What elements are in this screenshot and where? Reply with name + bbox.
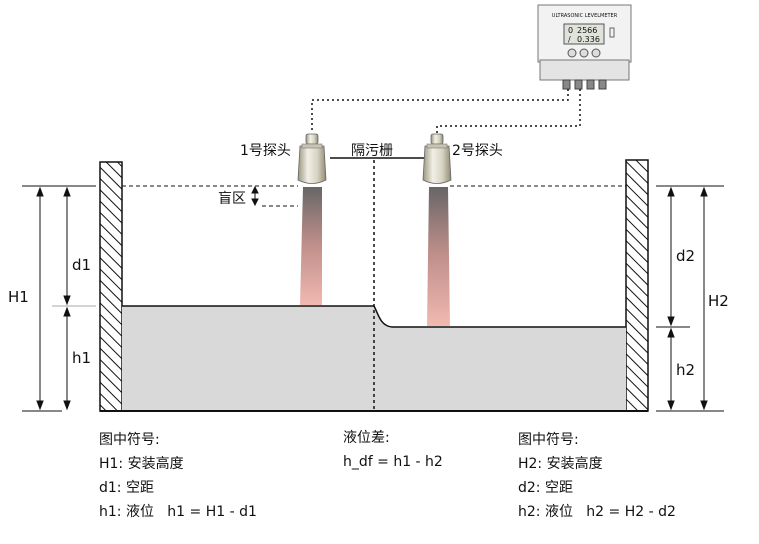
legend-left-line-1: H1: 安装高度 [99, 456, 184, 472]
legend-right: 图中符号: H2: 安装高度 d2: 空距 h2: 液位 h2 = H2 - d… [518, 428, 676, 524]
legend-left-line-2: d1: 空距 [99, 480, 154, 496]
legend-left: 图中符号: H1: 安装高度 d1: 空距 h1: 液位 h1 = H1 - d… [99, 428, 257, 524]
meter-title: ULTRASONIC LEVELMETER [552, 13, 618, 19]
meter-key-1[interactable] [567, 48, 577, 58]
screen-label: 隔污栅 [351, 143, 393, 159]
label-d1: d1 [72, 256, 91, 274]
right-wall [625, 159, 649, 412]
right-dims [656, 185, 724, 412]
meter-row2-value: 0.336 [577, 35, 600, 44]
legend-left-title: 图中符号: [99, 432, 160, 448]
legend-left-line-3: h1: 液位 h1 = H1 - d1 [99, 504, 257, 520]
label-H2: H2 [708, 292, 729, 310]
blind-zone-dim [251, 185, 259, 207]
meter-row1-value: 2566 [577, 26, 597, 35]
probe2-beam [427, 187, 450, 326]
probe1 [297, 133, 327, 184]
right-water [374, 306, 626, 411]
legend-mid-formula: h_df = h1 - h2 [343, 454, 443, 470]
meter-key-2[interactable] [579, 48, 589, 58]
label-h1: h1 [72, 349, 91, 367]
legend-mid: 液位差: h_df = h1 - h2 [343, 426, 443, 474]
blind-zone-label: 盲区 [218, 190, 246, 207]
left-water [122, 306, 374, 411]
left-wall [99, 161, 123, 412]
meter-display [563, 23, 605, 45]
meter-key-3[interactable] [591, 48, 601, 58]
legend-right-line-2: d2: 空距 [518, 480, 573, 496]
signal-cables [311, 89, 581, 134]
legend-right-line-3: h2: 液位 h2 = H2 - d2 [518, 504, 676, 520]
probe2 [422, 133, 452, 184]
left-dims [22, 185, 96, 412]
label-h2: h2 [676, 361, 695, 379]
label-d2: d2 [676, 247, 695, 265]
probe1-label: 1号探头 [240, 143, 291, 159]
legend-mid-title: 液位差: [343, 430, 390, 446]
meter-row2-label: / [568, 35, 571, 44]
meter-led [609, 27, 615, 38]
probe1-beam [300, 187, 322, 305]
level-meter: ULTRASONIC LEVELMETER 0 2566 / 0.336 [537, 4, 632, 90]
legend-right-title: 图中符号: [518, 432, 579, 448]
meter-row1-label: 0 [568, 26, 573, 35]
probe2-label: 2号探头 [452, 143, 503, 159]
legend-right-line-1: H2: 安装高度 [518, 456, 603, 472]
label-H1: H1 [8, 288, 29, 306]
